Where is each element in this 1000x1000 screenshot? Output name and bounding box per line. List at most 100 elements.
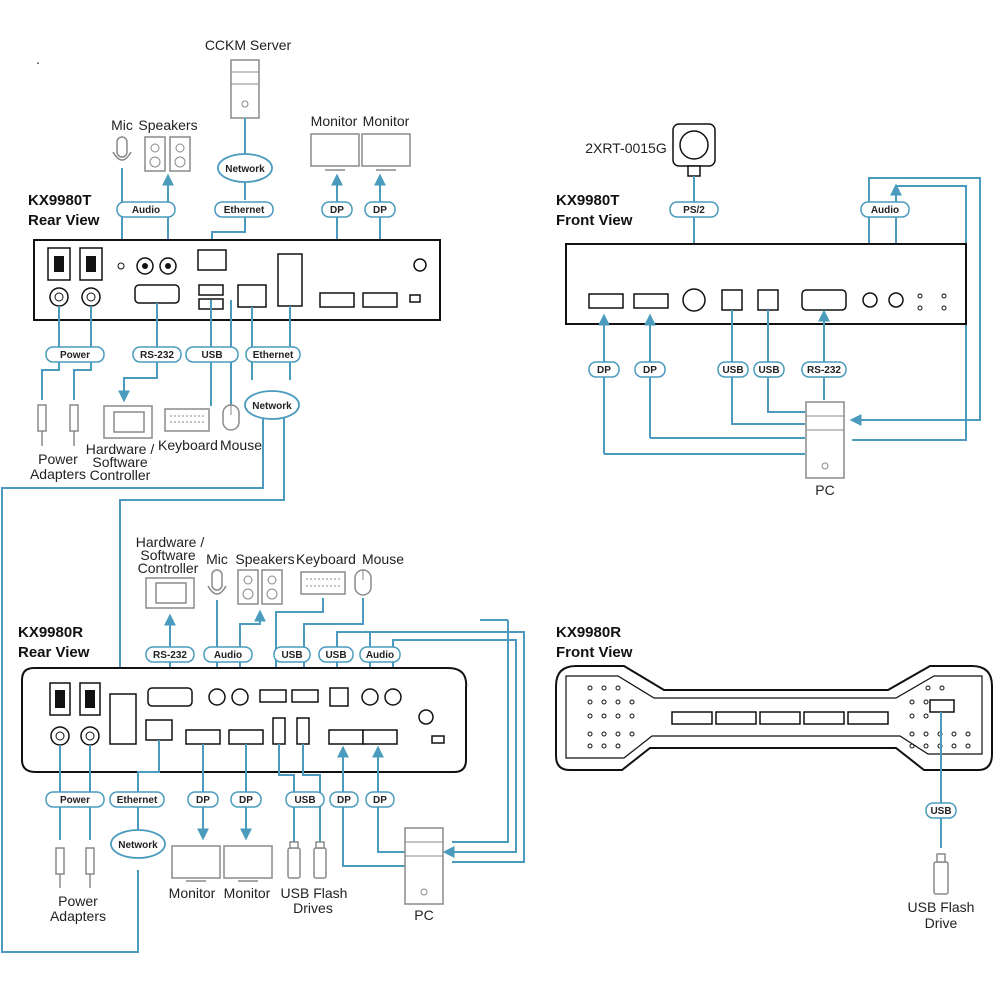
controller-label-1: Hardware / [86, 441, 155, 457]
usb-r-1-label: USB [281, 650, 302, 661]
mic-r-label: Mic [206, 551, 228, 567]
server-icon [230, 59, 260, 119]
kx9980t-front-subtitle: Front View [556, 212, 633, 229]
power-adapters-label-2: Adapters [30, 466, 86, 482]
usb-r-2-label: USB [325, 650, 346, 661]
power-adapters-label-1: Power [38, 451, 78, 467]
speakers-r-icon [237, 569, 283, 605]
kx9980r-front-subtitle: Front View [556, 644, 633, 661]
microphone-icon [112, 136, 132, 161]
controller-r-label-2: Software [140, 547, 195, 563]
usb-pill-label: USB [201, 350, 222, 361]
power-adapter-r-icon [55, 847, 95, 888]
network-r-cloud-icon: Network [110, 829, 166, 859]
monitor-1-label: Monitor [311, 113, 358, 129]
dp-r-4-label: DP [373, 795, 387, 806]
ethernet-2-pill-label: Ethernet [253, 350, 294, 361]
network-cloud-2-icon: Network [244, 390, 300, 420]
rs232-port [134, 284, 180, 304]
usb-front-1-label: USB [722, 365, 743, 376]
stray-dot: . [36, 51, 40, 67]
dp-front-1-label: DP [597, 365, 611, 376]
kx9980r-front-section: KX9980R Front View USB U [555, 624, 993, 931]
kx9980t-rear-subtitle: Rear View [28, 212, 100, 229]
camera-label: 2XRT-0015G [585, 140, 666, 156]
power-adapter-icon [37, 404, 79, 446]
monitor-r-icon [171, 845, 273, 882]
cckm-server-label: CCKM Server [205, 37, 292, 53]
power-adapters-r-label-2: Adapters [50, 908, 106, 924]
speakers-r-label: Speakers [235, 551, 294, 567]
monitor-icon [310, 133, 411, 171]
flash-r-label-2: Drives [293, 900, 333, 916]
keyboard-icon [164, 408, 210, 432]
usb-front-2-label: USB [758, 365, 779, 376]
keyboard-r-label: Keyboard [296, 551, 356, 567]
audio-pill-label: Audio [132, 205, 160, 216]
audio-r-2-label: Audio [366, 650, 394, 661]
dp-front-2-label: DP [643, 365, 657, 376]
speakers-icon [144, 136, 191, 172]
microphone-r-icon [207, 569, 227, 595]
power-adapters-r-label-1: Power [58, 893, 98, 909]
pc-r-label: PC [414, 907, 433, 923]
monitor-2-label: Monitor [363, 113, 410, 129]
usb-front-r-label: USB [930, 806, 951, 817]
keyboard-r-icon [300, 571, 346, 595]
vent-dots-left [587, 685, 635, 749]
rs232-front-pill-label: RS-232 [807, 365, 841, 376]
kx9980t-front-title: KX9980T [556, 192, 619, 209]
controller-r-label-3: Controller [138, 560, 199, 576]
kx9980t-rear-title: KX9980T [28, 192, 91, 209]
mouse-r-icon [354, 569, 372, 596]
pc-r-tower-icon [404, 827, 444, 905]
controller-r-label-1: Hardware / [136, 534, 205, 550]
speakers-label: Speakers [138, 117, 197, 133]
mic-label: Mic [111, 117, 133, 133]
pc-label: PC [815, 482, 834, 498]
dp-r-2-label: DP [239, 795, 253, 806]
flash-front-label-2: Drive [925, 915, 958, 931]
dp-pill-1-label: DP [330, 205, 344, 216]
usb-flash-drive-r-icon [933, 853, 949, 895]
usb-r-3-label: USB [294, 795, 315, 806]
audio-front-pill-label: Audio [871, 205, 899, 216]
power-r-pill-label: Power [60, 795, 90, 806]
monitor-r-1-label: Monitor [169, 885, 216, 901]
controller-icon [103, 405, 153, 439]
ethernet-r-pill-label: Ethernet [117, 795, 158, 806]
controller-r-icon [145, 577, 195, 609]
flash-r-label-1: USB Flash [281, 885, 348, 901]
mouse-icon [222, 404, 240, 431]
monitor-r-2-label: Monitor [224, 885, 271, 901]
kx9980r-front-title: KX9980R [556, 624, 621, 641]
network-r-label: Network [118, 840, 158, 851]
rs232-front-port [801, 289, 847, 311]
power-pill-label: Power [60, 350, 90, 361]
kx9980t-rear-section: KX9980T Rear View CCKM Server Network Et… [1, 37, 441, 953]
pc-tower-icon [805, 401, 845, 479]
kx9980r-rear-section: KX9980R Rear View Hardware / Software Co… [18, 534, 525, 924]
kx9980t-front-panel [565, 243, 967, 325]
vent-dots-right [909, 685, 971, 749]
ethernet-pill-label: Ethernet [224, 205, 265, 216]
controller-label-2: Software [92, 454, 147, 470]
mouse-r-label: Mouse [362, 551, 404, 567]
controller-label-3: Controller [90, 467, 151, 483]
rs232-pill-label: RS-232 [140, 350, 174, 361]
kx9980t-front-section: KX9980T Front View 2XRT-0015G PS/2 Audio [556, 123, 981, 498]
network-label: Network [225, 164, 265, 175]
camera-icon [672, 123, 716, 177]
network-cloud-icon: Network [217, 153, 273, 183]
kx9980r-rear-title: KX9980R [18, 624, 83, 641]
keyboard-label: Keyboard [158, 437, 218, 453]
mouse-label: Mouse [220, 437, 262, 453]
network-2-label: Network [252, 401, 292, 412]
dp-r-3-label: DP [337, 795, 351, 806]
kx9980r-rear-subtitle: Rear View [18, 644, 90, 661]
audio-r-1-label: Audio [214, 650, 242, 661]
usb-flash-drive-icon [287, 841, 327, 879]
flash-front-label-1: USB Flash [908, 899, 975, 915]
dp-r-1-label: DP [196, 795, 210, 806]
